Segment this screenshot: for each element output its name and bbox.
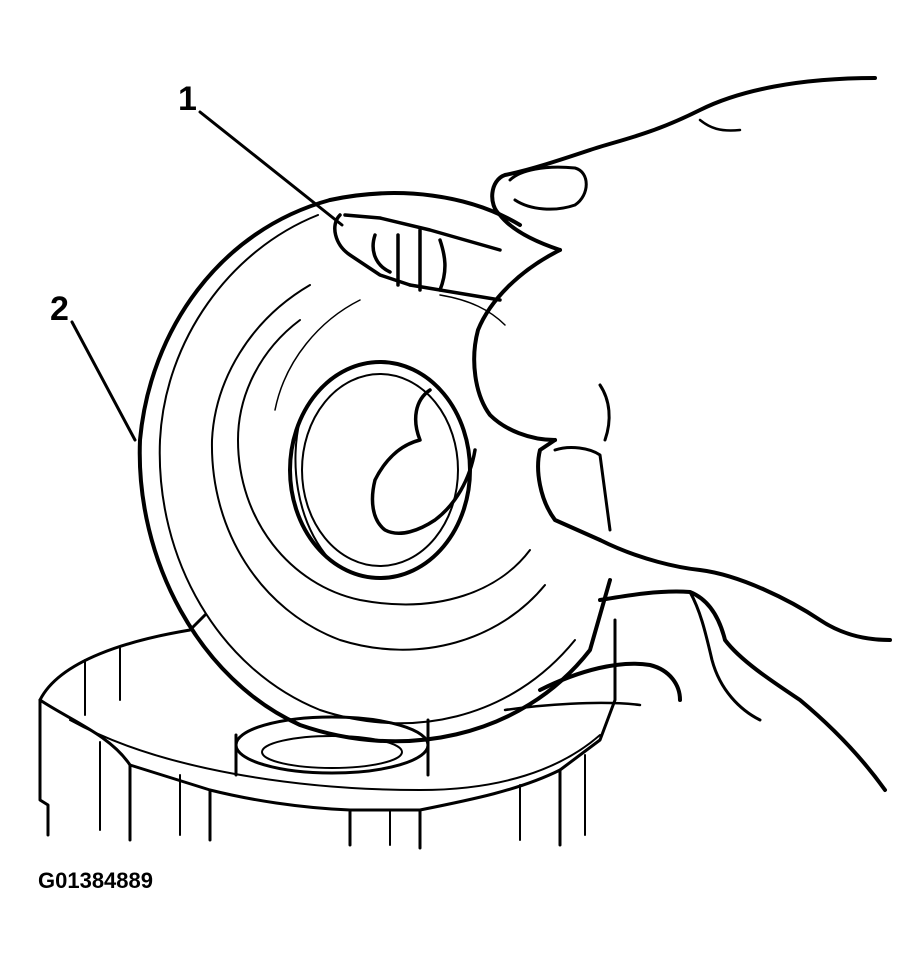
drum-housing xyxy=(38,613,617,850)
callout-2-label: 2 xyxy=(50,290,69,328)
callout-1-label: 1 xyxy=(178,80,197,118)
piston-disk xyxy=(137,191,612,744)
leader-line-2 xyxy=(70,320,137,442)
seal-tool xyxy=(333,213,502,302)
figure-id: G01384889 xyxy=(38,868,153,893)
lower-hand xyxy=(503,589,887,792)
upper-hand xyxy=(472,76,892,642)
leader-line-1 xyxy=(198,110,344,227)
thumb xyxy=(370,388,477,535)
